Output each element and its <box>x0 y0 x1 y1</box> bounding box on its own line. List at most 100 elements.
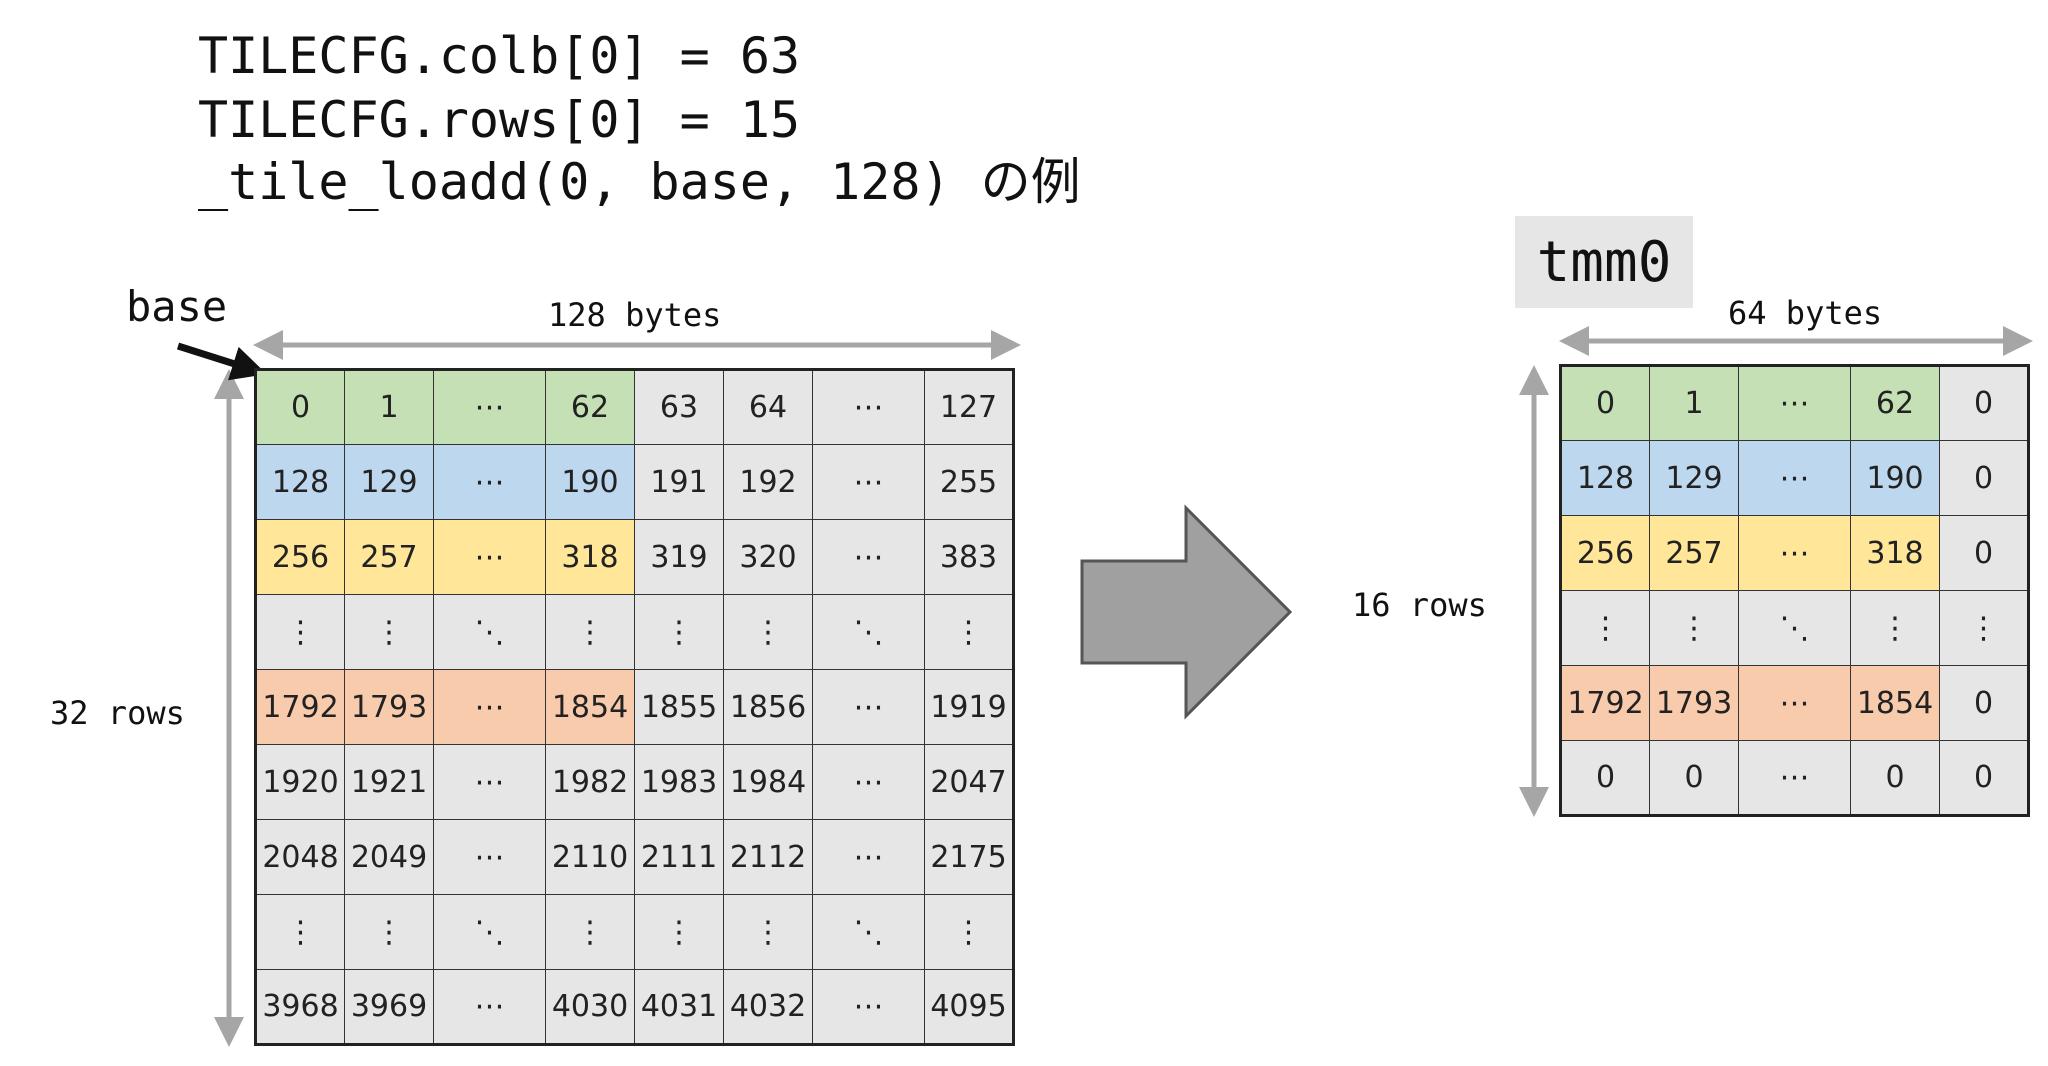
destination-cell: ⋮ <box>1939 590 2029 666</box>
source-cell: 191 <box>634 444 724 520</box>
destination-cell: 0 <box>1939 440 2029 516</box>
source-height-label: 32 rows <box>50 694 185 732</box>
source-cell: ⋱ <box>812 894 925 970</box>
source-cell: 383 <box>924 519 1014 595</box>
destination-cell: 0 <box>1649 740 1739 816</box>
source-cell: 320 <box>723 519 813 595</box>
source-cell: ⋯ <box>812 444 925 520</box>
source-cell: 4032 <box>723 969 813 1045</box>
destination-cell: 0 <box>1560 740 1650 816</box>
source-cell: ⋮ <box>344 894 434 970</box>
tmm0-register-label: tmm0 <box>1515 216 1693 308</box>
code-line-colb: TILECFG.colb[0] = 63 <box>198 27 801 85</box>
source-cell: 64 <box>723 369 813 445</box>
source-cell: 1983 <box>634 744 724 820</box>
source-cell: 128 <box>255 444 345 520</box>
source-cell: 2047 <box>924 744 1014 820</box>
source-cell: ⋯ <box>812 744 925 820</box>
source-cell: ⋯ <box>433 969 546 1045</box>
source-cell: ⋮ <box>255 594 345 670</box>
source-cell: ⋯ <box>812 519 925 595</box>
source-cell: ⋱ <box>433 894 546 970</box>
source-cell: 4095 <box>924 969 1014 1045</box>
source-cell: ⋯ <box>812 969 925 1045</box>
source-cell: ⋮ <box>924 894 1014 970</box>
destination-cell: 190 <box>1850 440 1940 516</box>
destination-cell: ⋮ <box>1649 590 1739 666</box>
source-cell: ⋮ <box>255 894 345 970</box>
source-cell: 318 <box>545 519 635 595</box>
source-cell: 4030 <box>545 969 635 1045</box>
source-cell: ⋮ <box>634 594 724 670</box>
source-cell: 63 <box>634 369 724 445</box>
base-pointer-arrow <box>176 342 267 381</box>
destination-row: ⋮⋮⋱⋮⋮ <box>1560 590 2029 666</box>
source-cell: 0 <box>255 369 345 445</box>
source-cell: ⋮ <box>723 894 813 970</box>
source-cell: 1 <box>344 369 434 445</box>
source-cell: ⋯ <box>433 744 546 820</box>
source-cell: 1984 <box>723 744 813 820</box>
destination-cell: 1792 <box>1560 665 1650 741</box>
source-cell: ⋮ <box>924 594 1014 670</box>
destination-cell: 1854 <box>1850 665 1940 741</box>
source-cell: 4031 <box>634 969 724 1045</box>
destination-cell: 129 <box>1649 440 1739 516</box>
source-cell: ⋱ <box>433 594 546 670</box>
destination-cell: 0 <box>1939 515 2029 591</box>
source-cell: 192 <box>723 444 813 520</box>
destination-cell: ⋯ <box>1738 440 1851 516</box>
source-cell: ⋱ <box>812 594 925 670</box>
source-cell: ⋯ <box>433 819 546 895</box>
source-cell: 129 <box>344 444 434 520</box>
source-cell: 1792 <box>255 669 345 745</box>
source-cell: 1855 <box>634 669 724 745</box>
source-cell: 2112 <box>723 819 813 895</box>
destination-cell: 318 <box>1850 515 1940 591</box>
source-cell: 319 <box>634 519 724 595</box>
source-cell: 1919 <box>924 669 1014 745</box>
source-cell: 256 <box>255 519 345 595</box>
source-cell: 1793 <box>344 669 434 745</box>
source-cell: 255 <box>924 444 1014 520</box>
destination-cell: ⋯ <box>1738 515 1851 591</box>
destination-cell: 1 <box>1649 365 1739 441</box>
source-cell: ⋮ <box>545 594 635 670</box>
destination-width-label: 64 bytes <box>1728 294 1883 332</box>
source-cell: 190 <box>545 444 635 520</box>
destination-cell: 256 <box>1560 515 1650 591</box>
load-direction-arrow <box>1080 504 1293 720</box>
source-cell: 2048 <box>255 819 345 895</box>
source-cell: ⋯ <box>812 369 925 445</box>
source-cell: 1854 <box>545 669 635 745</box>
destination-cell: ⋮ <box>1850 590 1940 666</box>
source-cell: ⋯ <box>433 669 546 745</box>
source-cell: 257 <box>344 519 434 595</box>
destination-cell: ⋯ <box>1738 365 1851 441</box>
source-cell: 1921 <box>344 744 434 820</box>
code-line-rows: TILECFG.rows[0] = 15 <box>198 91 801 149</box>
destination-cell: 128 <box>1560 440 1650 516</box>
source-cell: 127 <box>924 369 1014 445</box>
source-cell: 2175 <box>924 819 1014 895</box>
destination-cell: 0 <box>1939 740 2029 816</box>
destination-cell: 0 <box>1850 740 1940 816</box>
source-cell: ⋮ <box>634 894 724 970</box>
source-cell: 1982 <box>545 744 635 820</box>
source-cell: 3968 <box>255 969 345 1045</box>
source-cell: 2110 <box>545 819 635 895</box>
code-line-loadd: _tile_loadd(0, base, 128) の例 <box>198 153 1081 211</box>
source-cell: 2049 <box>344 819 434 895</box>
source-cell: 2111 <box>634 819 724 895</box>
